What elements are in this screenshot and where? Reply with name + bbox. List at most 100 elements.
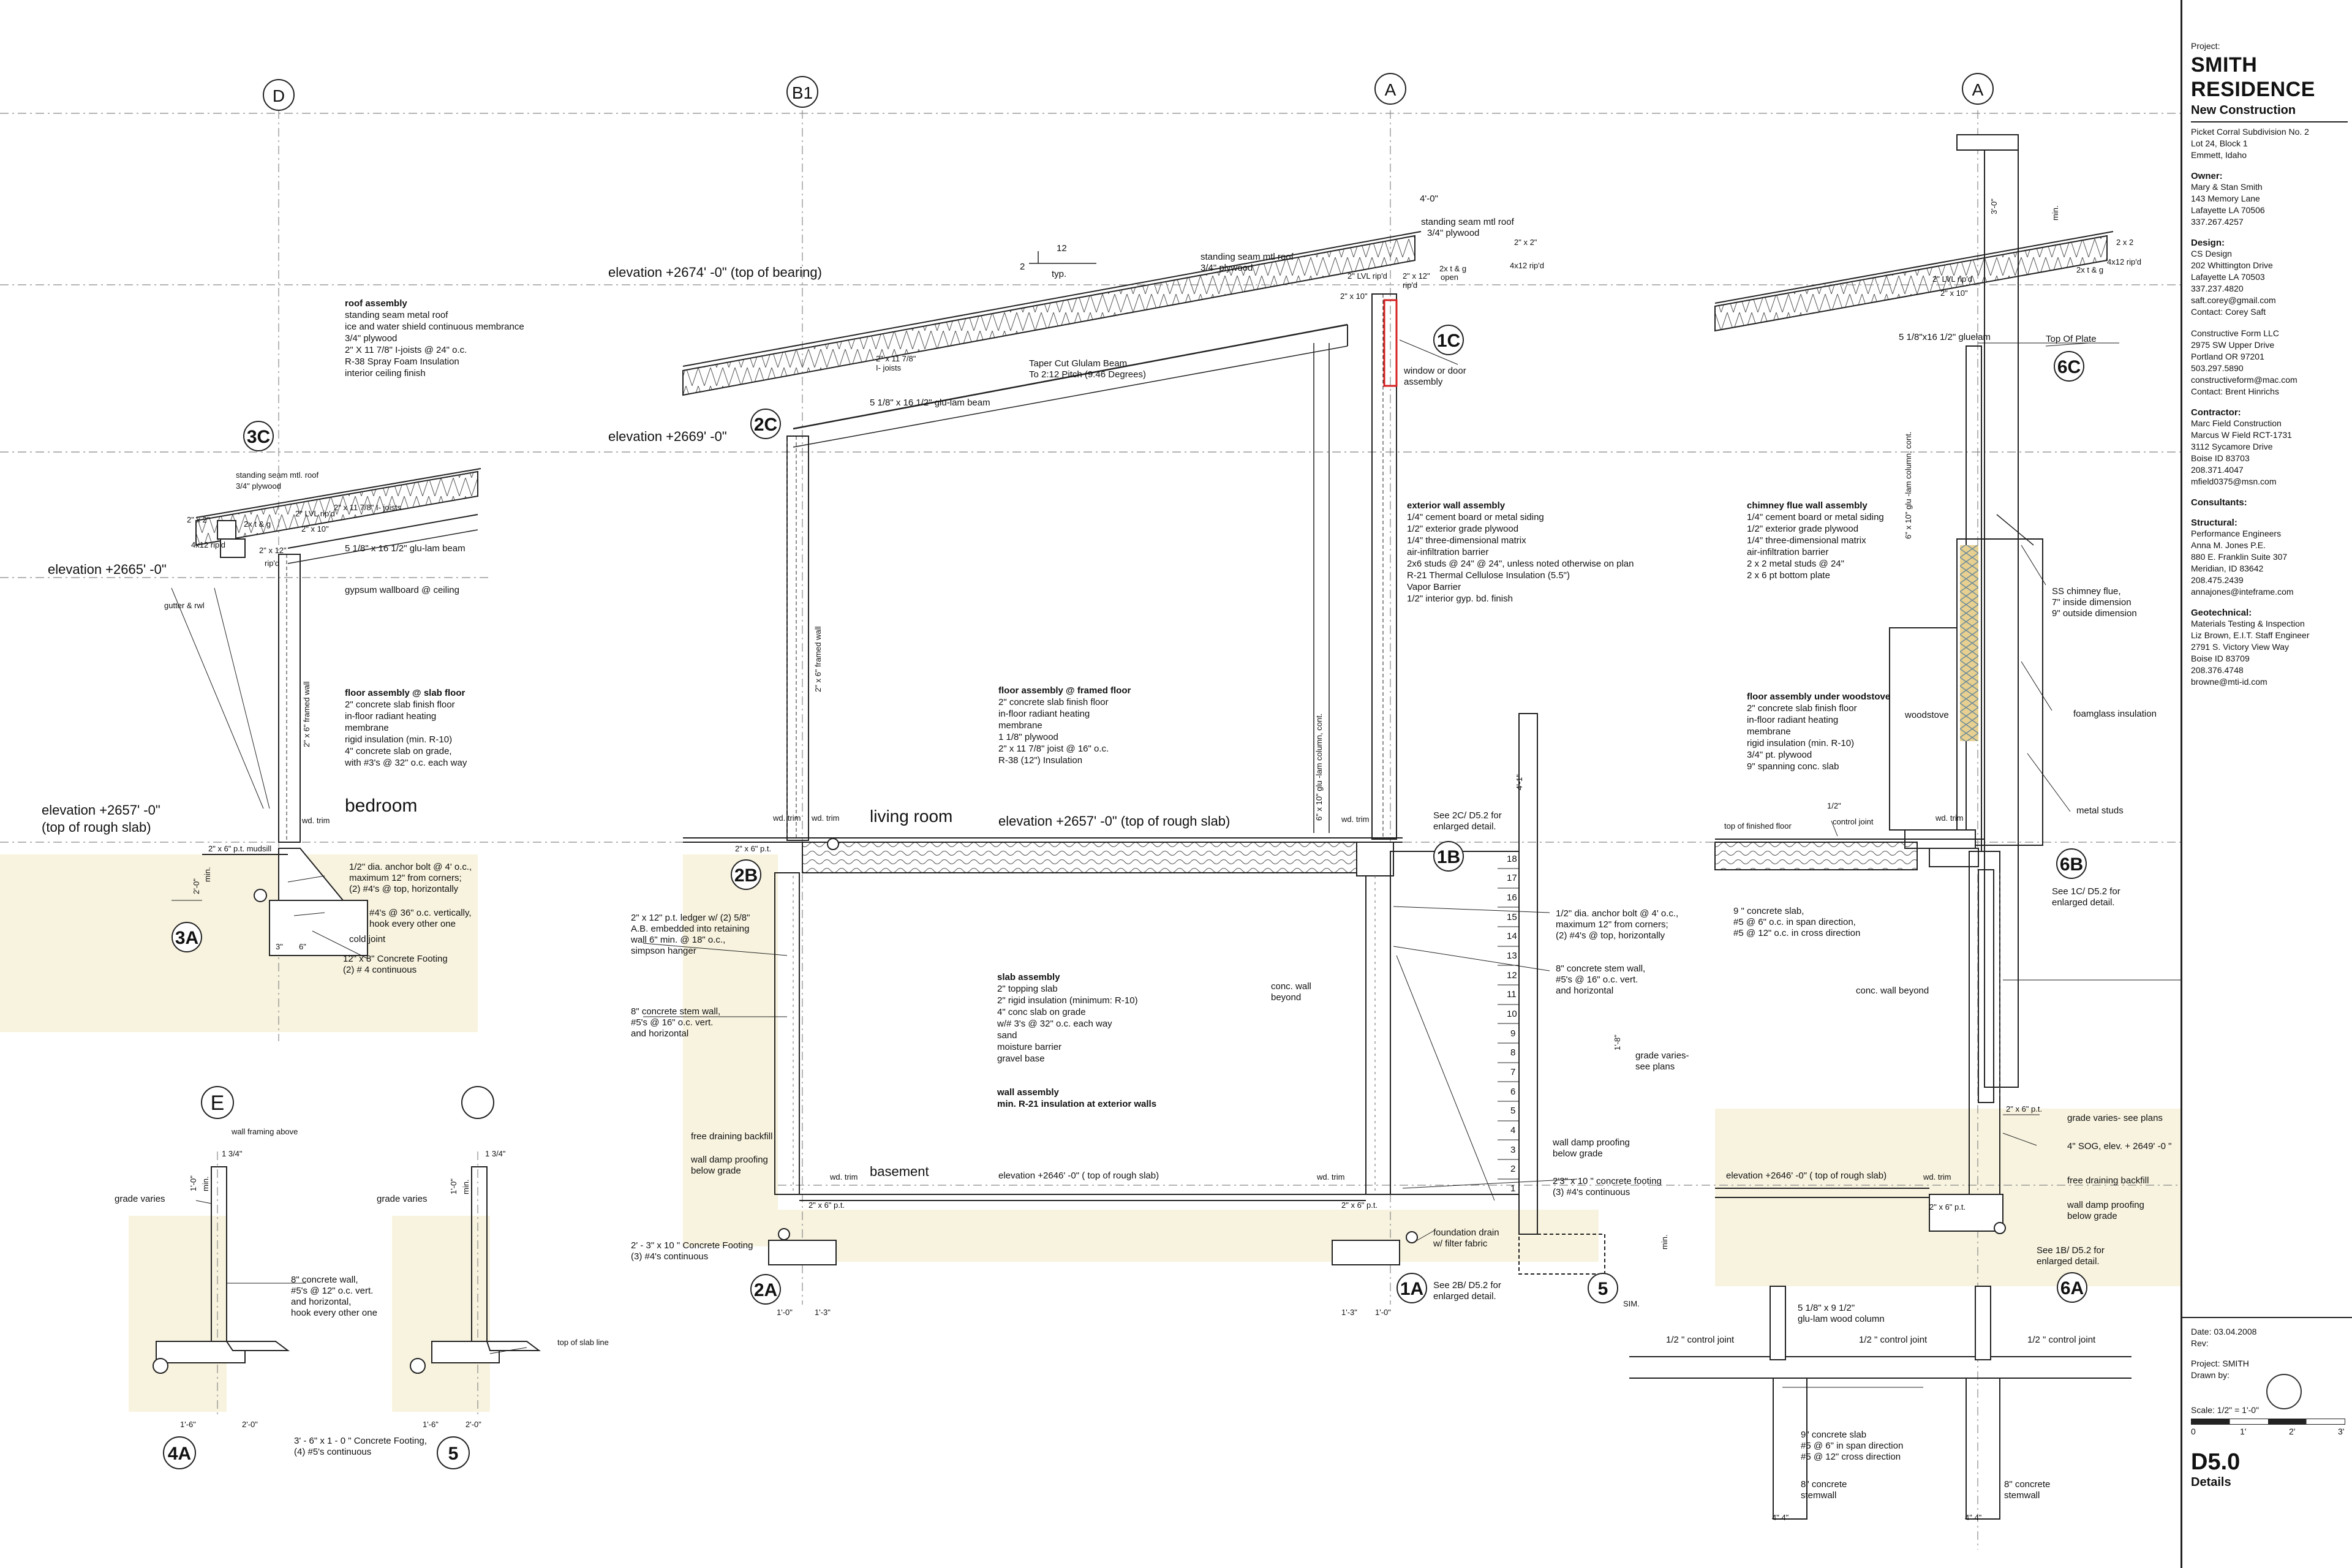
detail-tag: 3C (247, 427, 270, 447)
roof-label: 4x12 rip'd (1510, 261, 1544, 270)
rebar-dots (153, 838, 2006, 1374)
label: free draining backfill (2067, 1175, 2149, 1186)
dimension-label: 2'-0" (466, 1420, 481, 1429)
note-line: 2" x 11 7/8" joist @ 16" o.c. (998, 744, 1109, 754)
slab-assembly-note: slab assembly 2" topping slab 2" rigid i… (997, 972, 1156, 1109)
label: #4's @ 36" o.c. vertically, (369, 908, 472, 918)
stair-number: 14 (1507, 931, 1517, 941)
label: 2' - 3" x 10 " Concrete Footing (631, 1240, 753, 1251)
sheet-number: D5.0 (2191, 1449, 2241, 1475)
design-line: 337.237.4820 (2191, 284, 2244, 293)
label: #5's @ 16" o.c. vert. (1556, 974, 1638, 985)
label: grade varies (377, 1194, 428, 1204)
bedroom-roof (171, 468, 481, 809)
title-block: Project: SMITH RESIDENCE New Constructio… (2180, 0, 2352, 1568)
label: wall 6" min. @ 18" o.c., (630, 935, 725, 945)
label: 8" concrete stem wall, (631, 1006, 720, 1017)
label: wall damp proofing (1552, 1137, 1630, 1148)
label: foamglass insulation (2073, 709, 2157, 719)
note-line: 1/2" exterior grade plywood (1747, 524, 1858, 534)
roof-label: 3/4" plywood (1427, 228, 1479, 238)
scale-tick: 1' (2240, 1427, 2247, 1436)
stair-number: 17 (1507, 873, 1517, 883)
note-line: 3/4" pt. plywood (1747, 750, 1812, 760)
floor-framed-note: floor assembly @ framed floor 2" concret… (998, 685, 1131, 766)
right-section-labels: SS chimney flue, 7" inside dimension 9" … (1724, 586, 2171, 1267)
cf-line: 2975 SW Upper Drive (2191, 340, 2275, 350)
stair-number: 1 (1510, 1183, 1515, 1194)
roof-label: 4x12 rip'd (191, 540, 225, 549)
note-title: exterior wall assembly (1407, 500, 1506, 511)
note-line: membrane (1747, 726, 1791, 737)
dimension-label: 4'-0" (1420, 194, 1438, 204)
owner-line: Mary & Stan Smith (2191, 182, 2263, 192)
label: (4) #5's continuous (294, 1447, 371, 1457)
structural-heading: Structural: (2191, 518, 2237, 528)
dimension-label: 4" 4" (1965, 1513, 1982, 1522)
label: simpson hanger (631, 946, 696, 956)
elevation-label: elevation +2646' -0" ( top of rough slab… (998, 1170, 1159, 1181)
label: See 1B/ D5.2 for (2037, 1245, 2105, 1256)
label: #5 @ 6" o.c. in span direction, (1733, 917, 1856, 927)
grid-bubbles (201, 73, 1994, 1119)
detail-tag: 4A (168, 1444, 191, 1464)
stair-number: 10 (1507, 1009, 1517, 1019)
dimension-label: 1'-0" (189, 1175, 198, 1191)
left-section-labels: wd. trim 2" x 6" p.t. mudsill 1/2" dia. … (208, 816, 472, 975)
label: wd. trim (1935, 813, 1964, 823)
label: hook every other one (369, 919, 456, 929)
roof-label: standing seam mtl. roof (236, 470, 319, 480)
note-line: 2" concrete slab finish floor (345, 699, 455, 710)
note-line: gravel base (997, 1054, 1045, 1064)
label: 1/2" (1827, 801, 1841, 810)
label: wd. trim (301, 816, 330, 825)
leader-lines (172, 339, 2089, 1354)
label: 1/2 " control joint (1666, 1335, 1735, 1345)
walls (156, 134, 2180, 1520)
roof-label: gutter & rwl (164, 601, 205, 610)
dimension-label: 1'-6" (423, 1420, 439, 1429)
label: 9" outside dimension (2052, 608, 2137, 619)
note-line: 2 x 6 pt bottom plate (1747, 570, 1830, 581)
note-line: in-floor radiant heating (1747, 715, 1838, 725)
label: #5 @ 6" in span direction (1801, 1441, 1903, 1451)
note-line: with #3's @ 32" o.c. each way (344, 758, 467, 768)
label: 2'3" x 10 " concrete footing (1553, 1176, 1662, 1186)
owner-line: 337.267.4257 (2191, 217, 2244, 227)
label: 2" x 6" p.t. (1929, 1202, 1966, 1212)
vertical-label: 2" x 6" framed wall (813, 626, 823, 692)
floor-woodstove-note: floor assembly under woodstove 2" concre… (1747, 692, 1890, 772)
vertical-label: min. (1660, 1234, 1669, 1250)
owner-line: Lafayette LA 70506 (2191, 205, 2265, 215)
roof-label: assembly (1404, 377, 1443, 387)
roof-label: 5 1/8" x 16 1/2" glu-lam beam (870, 398, 990, 408)
detail-tag: 2C (754, 415, 777, 435)
label: 1/2" dia. anchor bolt @ 4' o.c., (1556, 908, 1678, 919)
label: (3) #4's continuous (631, 1251, 708, 1262)
note-title: floor assembly under woodstove (1747, 692, 1890, 702)
label: 7" inside dimension (2052, 597, 2132, 608)
roof-label: Top Of Plate (2046, 334, 2097, 344)
note-line: 9" spanning conc. slab (1747, 761, 1839, 772)
stair-number: 11 (1507, 989, 1517, 1000)
grid-bubble-e (201, 1086, 234, 1119)
project-subtitle: New Construction (2191, 104, 2348, 123)
roof-label: 3/4" plywood (1200, 263, 1253, 273)
note-line: 4" conc slab on grade (997, 1007, 1086, 1017)
geotech-line: Boise ID 83709 (2191, 654, 2250, 663)
roof-label: Taper Cut Glulam Beam (1029, 358, 1127, 369)
detail-tag-circles (163, 325, 2087, 1469)
elevation-label: elevation +2665' -0" (48, 562, 167, 577)
dimension-label: 6" (299, 942, 306, 951)
label: and horizontal, (291, 1297, 351, 1307)
label: SIM. (1623, 1299, 1640, 1308)
structural-line: 208.475.2439 (2191, 575, 2244, 585)
grid-bubble-d (263, 79, 295, 111)
design-line: saft.corey@gmail.com (2191, 295, 2276, 305)
contractor-line: 3112 Sycamore Drive (2191, 442, 2273, 451)
bottom-right-labels: 1/2 " control joint 1/2 " control joint … (1666, 1303, 2096, 1522)
note-line: ice and water shield continuous membranc… (345, 322, 524, 332)
main-roof (682, 231, 1422, 448)
grid-lines (0, 110, 2180, 1550)
note-line: air-infiltration barrier (1407, 547, 1488, 557)
